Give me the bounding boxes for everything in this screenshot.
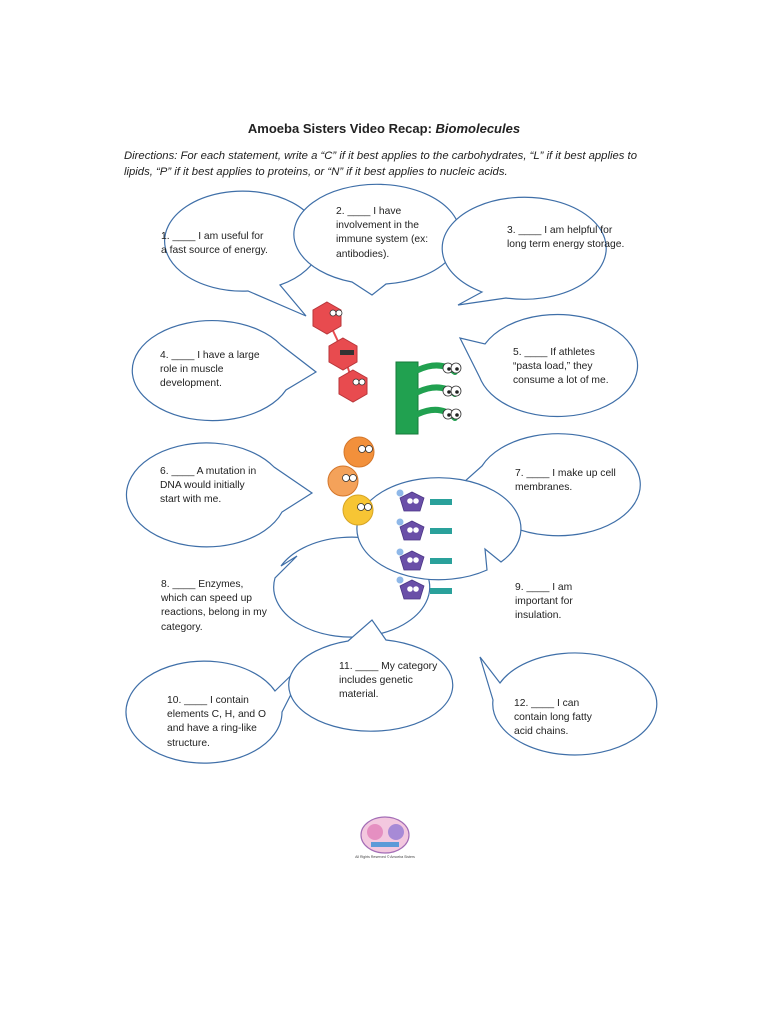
speech-bubble-12: [479, 652, 658, 756]
speech-bubble-6: [125, 442, 314, 548]
speech-bubble-5: [458, 313, 639, 418]
statement-4: 4. ____ I have a large role in muscle de…: [160, 350, 260, 390]
speech-bubble-4: [131, 320, 318, 422]
speech-bubble-2: [293, 183, 461, 296]
statement-10: 10. ____ I contain elements C, H, and O …: [167, 695, 267, 749]
worksheet-title-topic: Biomolecules: [435, 121, 521, 136]
lipid-molecule: [395, 361, 462, 435]
statement-11: 11. ____ My category includes genetic ma…: [339, 661, 438, 701]
statement-5: 5. ____ If athletes “pasta load,” they c…: [513, 347, 609, 387]
speech-bubble-10: [125, 656, 311, 764]
statement-2: 2. ____ I have involvement in the immune…: [336, 206, 429, 260]
nucleotide-4: [396, 576, 452, 600]
protein-chain: [312, 301, 368, 403]
carbohydrate-chain: [327, 436, 375, 526]
amoeba-sisters-logo: [360, 816, 410, 854]
speech-bubbles: [125, 183, 658, 764]
statement-8: 8. ____ Enzymes, which can speed up reac…: [161, 579, 267, 633]
speech-bubble-11: [288, 619, 454, 732]
worksheet-title: Amoeba Sisters Video Recap: Biomolecules: [247, 121, 521, 136]
logo-caption: All Rights Reserved © Amoeba Sisters: [355, 855, 415, 859]
directions-text: Directions: For each statement, write a …: [124, 150, 637, 178]
statement-1: 1. ____ I am useful for a fast source of…: [161, 231, 268, 257]
statement-6: 6. ____ A mutation in DNA would initiall…: [160, 466, 257, 506]
nucleotide-1: [396, 489, 452, 512]
speech-bubble-3: [441, 196, 607, 306]
statement-12: 12. ____ I can contain long fatty acid c…: [514, 698, 592, 738]
statement-7: 7. ____ I make up cell membranes.: [515, 468, 616, 494]
nucleotide-2: [396, 518, 452, 541]
statement-3: 3. ____ I am helpful for long term energ…: [507, 225, 625, 251]
nucleotide-stack: [396, 489, 452, 600]
nucleotide-3: [396, 548, 452, 571]
statement-9: 9. ____ I am important for insulation.: [515, 582, 573, 622]
